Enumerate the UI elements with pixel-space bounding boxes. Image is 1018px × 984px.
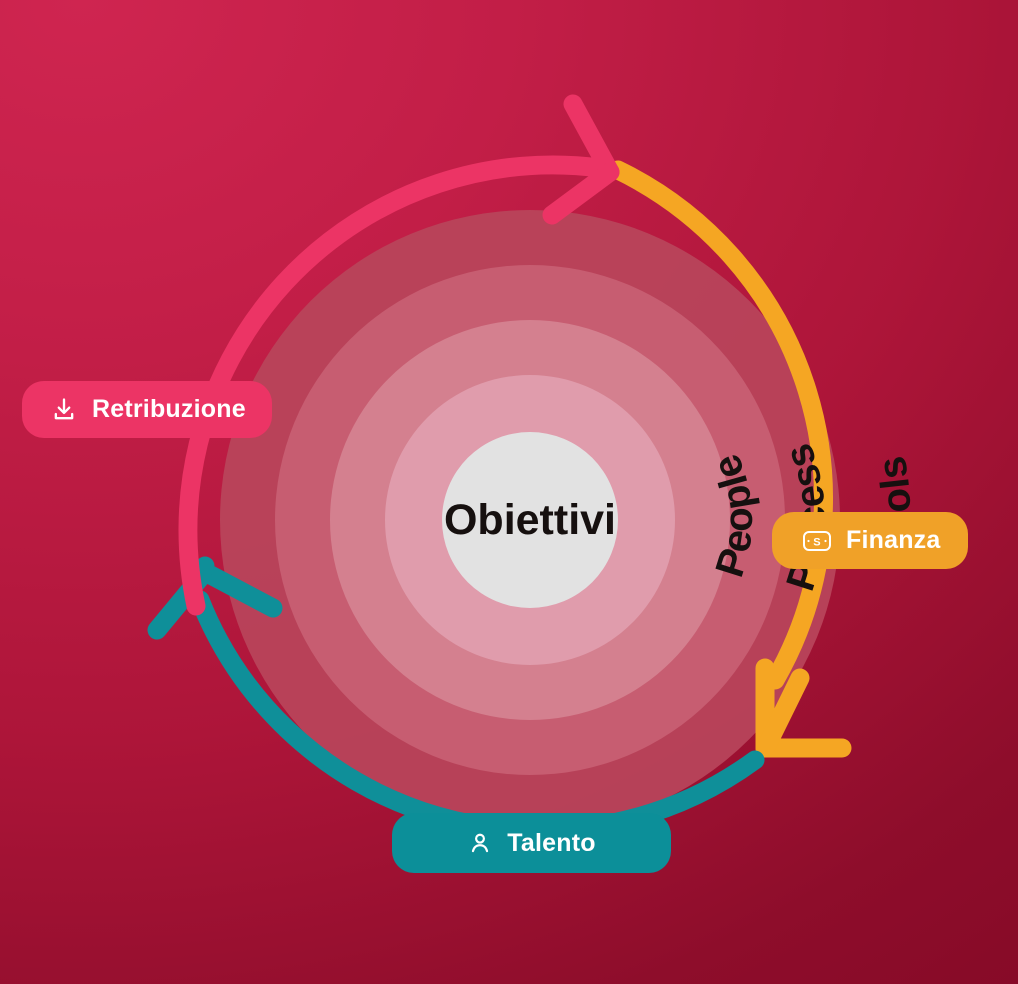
badge-talento[interactable]: Talento	[392, 813, 671, 873]
arrow-orange-head	[755, 658, 852, 758]
badge-retribuzione[interactable]: Retribuzione	[22, 381, 272, 438]
arrow-pink-head	[542, 94, 620, 225]
arc-pink	[178, 155, 610, 616]
person-icon	[467, 830, 493, 856]
badge-talento-label: Talento	[507, 828, 596, 857]
svg-text:S: S	[813, 536, 821, 548]
badge-retribuzione-label: Retribuzione	[92, 395, 246, 423]
badge-finanza-label: Finanza	[846, 526, 941, 554]
arc-orange	[608, 160, 833, 690]
download-icon	[50, 396, 78, 424]
center-label: Obiettivi	[444, 496, 616, 544]
center-circle	[442, 432, 618, 608]
banknote-icon: S	[802, 529, 832, 553]
badge-finanza[interactable]: S Finanza	[772, 512, 969, 569]
